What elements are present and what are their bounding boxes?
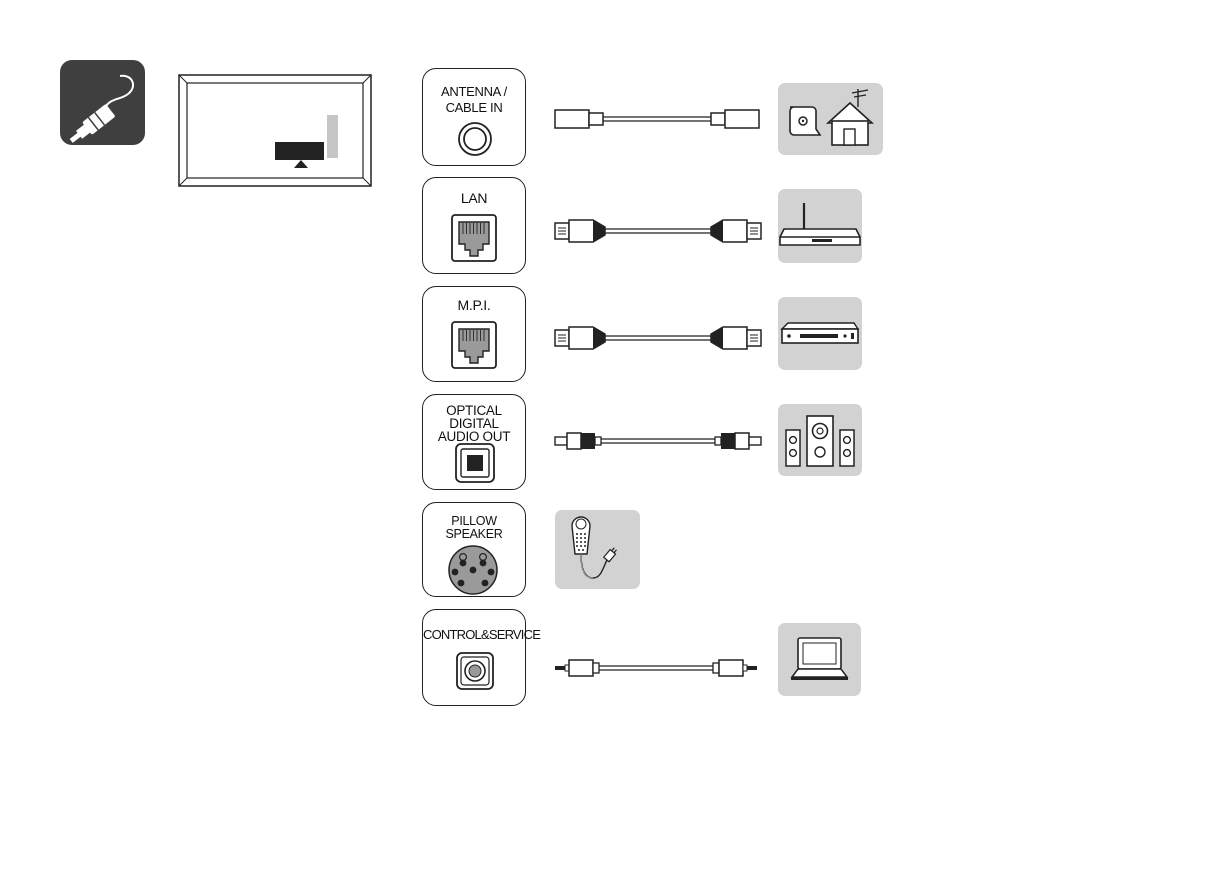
port-antenna-cable-in: ANTENNA / CABLE IN — [422, 68, 526, 166]
audio-jack-cable-icon — [553, 656, 763, 680]
cable-plug-icon — [60, 60, 145, 145]
rj45-port-icon — [451, 214, 497, 262]
coaxial-cable-icon — [553, 104, 763, 134]
port-label-pillow-speaker: PILLOW SPEAKER — [423, 515, 525, 540]
port-label-control-service: CONTROL&SERVICE — [423, 628, 525, 641]
port-lan: LAN — [422, 177, 526, 274]
port-optical-digital-audio-out: OPTICAL DIGITAL AUDIO OUT — [422, 394, 526, 490]
port-label-optical: OPTICAL DIGITAL AUDIO OUT — [423, 404, 525, 443]
speaker-system-icon — [778, 404, 862, 476]
port-label-mpi: M.P.I. — [423, 299, 525, 312]
rj45-port-icon — [451, 321, 497, 369]
port-label-antenna: ANTENNA / CABLE IN — [423, 84, 525, 116]
port-control-service: CONTROL&SERVICE — [422, 609, 526, 706]
phone-jack-port-icon — [456, 652, 494, 690]
lan-cable-icon — [553, 323, 763, 353]
set-top-box-icon — [778, 297, 862, 370]
port-pillow-speaker: PILLOW SPEAKER — [422, 502, 526, 597]
coaxial-port-icon — [457, 121, 493, 157]
laptop-icon — [778, 623, 861, 696]
port-label-lan: LAN — [423, 192, 525, 205]
lan-cable-icon — [553, 216, 763, 246]
optical-cable-icon — [553, 427, 763, 455]
port-mpi: M.P.I. — [422, 286, 526, 382]
optical-port-icon — [455, 443, 495, 483]
antenna-house-icon — [778, 83, 883, 155]
pillow-speaker-remote-icon — [555, 510, 640, 589]
router-icon — [778, 189, 862, 263]
tv-back-panel-icon — [178, 74, 372, 187]
pillow-speaker-port-icon — [448, 545, 498, 595]
